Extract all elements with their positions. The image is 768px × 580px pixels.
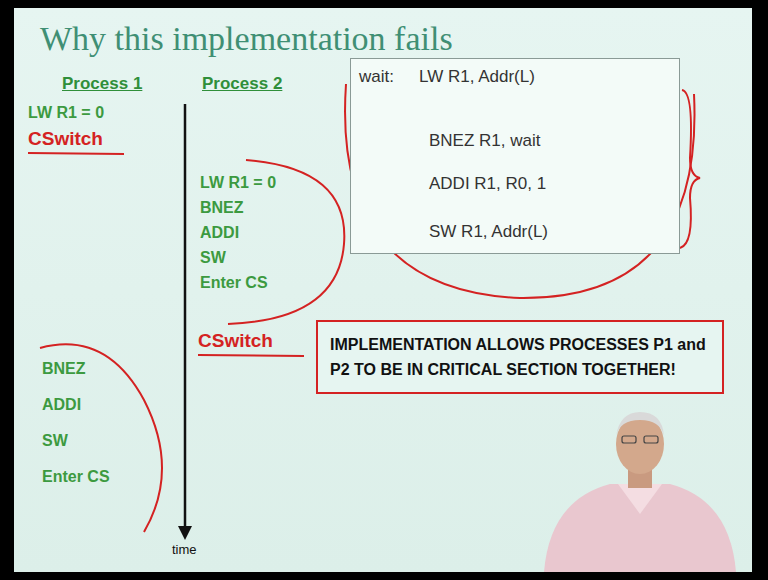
time-arrowhead (178, 526, 192, 540)
step-label: BNEZ (200, 199, 244, 217)
callout-box: IMPLEMENTATION ALLOWS PROCESSES P1 and P… (316, 320, 724, 394)
code-line: BNEZ R1, wait (429, 131, 540, 151)
code-line: LW R1, Addr(L) (419, 67, 535, 87)
axis-label: time (172, 542, 197, 557)
context-switch-label: CSwitch (198, 330, 273, 352)
slide-ground: Why this implementation failsProcess 1 Pr… (14, 8, 752, 572)
slide-title: Why this implementation fails (40, 20, 453, 58)
context-switch-label: CSwitch (28, 128, 103, 150)
step-label: Enter CS (200, 274, 268, 292)
hand-loop (40, 344, 162, 532)
step-label: BNEZ (42, 360, 86, 378)
hand-brace (680, 90, 700, 248)
code-line: SW R1, Addr(L) (429, 222, 548, 242)
code-line: ADDI R1, R0, 1 (429, 174, 546, 194)
step-label: Enter CS (42, 468, 110, 486)
column-heading: Process 1 (62, 74, 142, 94)
step-label: LW R1 = 0 (200, 174, 276, 192)
step-label: LW R1 = 0 (28, 104, 104, 122)
callout-text: IMPLEMENTATION ALLOWS PROCESSES P1 and P… (330, 332, 710, 382)
code-box: wait: LW R1, Addr(L) BNEZ R1, waitADDI R1,… (350, 58, 680, 254)
code-line: wait: (359, 67, 394, 87)
time-axis (184, 104, 187, 528)
column-heading: Process 2 (202, 74, 282, 94)
step-label: ADDI (200, 224, 239, 242)
step-label: SW (200, 249, 226, 267)
presenter-figure (544, 412, 736, 572)
step-label: SW (42, 432, 68, 450)
hand-underline (28, 153, 124, 154)
hand-underline (198, 355, 304, 356)
step-label: ADDI (42, 396, 81, 414)
